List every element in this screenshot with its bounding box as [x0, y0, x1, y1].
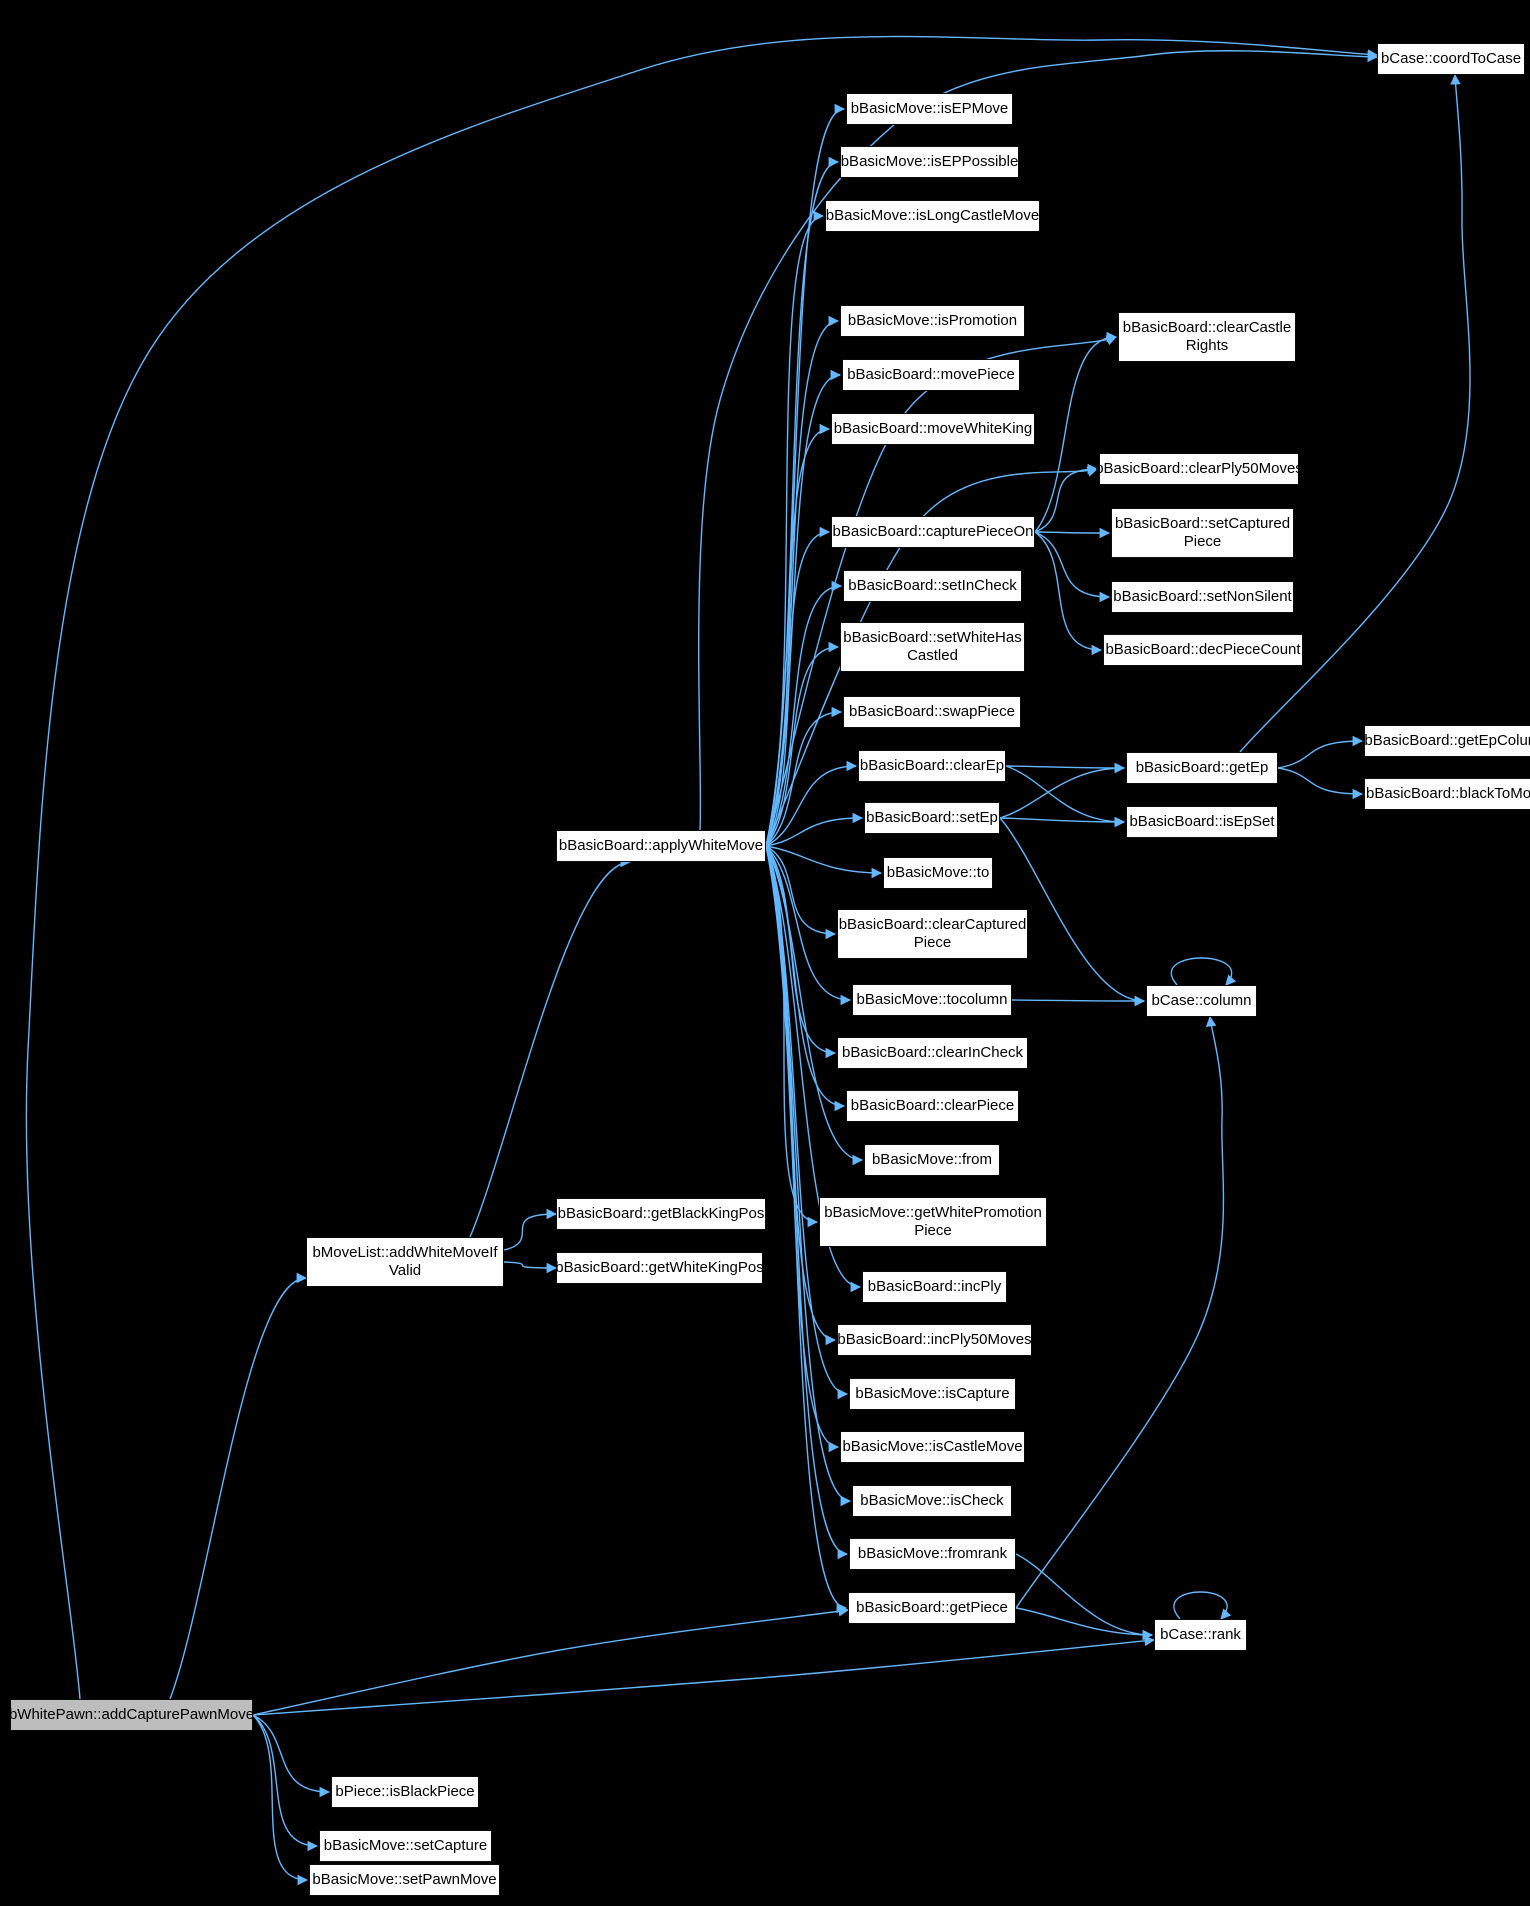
edge-applyWhiteMove-to-swapPiece [765, 706, 843, 847]
node-isBlackPiece[interactable]: bPiece::isBlackPiece [331, 1776, 479, 1808]
node-rank[interactable]: bCase::rank [1154, 1619, 1247, 1651]
node-addWhiteMoveIfValid[interactable]: bMoveList::addWhiteMoveIf Valid [306, 1237, 504, 1287]
edge-applyWhiteMove-to-isCapture [765, 845, 849, 1400]
node-getPiece[interactable]: bBasicBoard::getPiece [848, 1592, 1016, 1624]
node-isCastleMove[interactable]: bBasicMove::isCastleMove [840, 1431, 1025, 1463]
node-capturePieceOn[interactable]: bBasicBoard::capturePieceOn [831, 516, 1035, 548]
edge-addWhiteMoveIfValid-to-getBlackKingPos [503, 1208, 558, 1251]
edge-addWhiteMoveIfValid-to-getWhiteKingPos [503, 1261, 558, 1274]
node-isEPMove[interactable]: bBasicMove::isEPMove [846, 93, 1013, 125]
edge-applyWhiteMove-to-fromrank [765, 845, 849, 1560]
node-tocolumn[interactable]: bBasicMove::tocolumn [852, 984, 1012, 1016]
node-swapPiece[interactable]: bBasicBoard::swapPiece [843, 696, 1021, 728]
edge-capturePieceOn-to-clearPly50Moves [1034, 463, 1099, 533]
edge-applyWhiteMove-to-capturePieceOn [765, 526, 831, 847]
edge-addCapturePawnMove-to-rank [252, 1635, 1156, 1716]
edge-applyWhiteMove-to-coordToCase [698, 50, 1379, 831]
node-setCapture[interactable]: bBasicMove::setCapture [319, 1830, 492, 1862]
edge-capturePieceOn-to-clearCastleRights [1034, 331, 1118, 533]
node-clearPiece[interactable]: bBasicBoard::clearPiece [846, 1090, 1019, 1122]
node-movePiece[interactable]: bBasicBoard::movePiece [842, 359, 1020, 391]
node-isPromotion[interactable]: bBasicMove::isPromotion [840, 305, 1025, 337]
node-clearInCheck[interactable]: bBasicBoard::clearInCheck [837, 1037, 1028, 1069]
node-getBlackKingPos[interactable]: bBasicBoard::getBlackKingPos [556, 1198, 766, 1230]
node-isLongCastleMove[interactable]: bBasicMove::isLongCastleMove [825, 200, 1040, 232]
edge-column-to-column [1170, 957, 1237, 986]
node-setInCheck[interactable]: bBasicBoard::setInCheck [843, 570, 1022, 602]
edge-getEp-to-getEpColumn [1277, 735, 1364, 769]
edge-applyWhiteMove-to-clearInCheck [765, 845, 837, 1059]
node-clearCastleRights[interactable]: bBasicBoard::clearCastle Rights [1118, 312, 1296, 362]
node-isCapture[interactable]: bBasicMove::isCapture [849, 1378, 1016, 1410]
node-setEp[interactable]: bBasicBoard::setEp [864, 802, 1000, 834]
edge-applyWhiteMove-to-isCheck [765, 845, 852, 1507]
edge-applyWhiteMove-to-isLongCastleMove [765, 210, 825, 847]
node-getEpColumn[interactable]: bBasicBoard::getEpColumn [1364, 725, 1530, 757]
node-clearPly50Moves[interactable]: bBasicBoard::clearPly50Moves [1095, 453, 1303, 485]
edge-tocolumn-to-column [1011, 995, 1146, 1007]
edge-applyWhiteMove-to-clearEp [765, 760, 858, 847]
node-isEpSet[interactable]: bBasicBoard::isEpSet [1126, 806, 1278, 838]
edge-addCapturePawnMove-to-setPawnMove [252, 1714, 309, 1886]
node-isCheck[interactable]: bBasicMove::isCheck [852, 1485, 1012, 1517]
node-fromrank[interactable]: bBasicMove::fromrank [849, 1538, 1016, 1570]
edge-addCapturePawnMove-to-getPiece [252, 1606, 850, 1716]
edge-applyWhiteMove-to-incPly [765, 845, 862, 1293]
edge-capturePieceOn-to-setNonSilent [1034, 531, 1111, 603]
edge-applyWhiteMove-to-from [765, 845, 864, 1166]
edge-getEp-to-coordToCase [1239, 73, 1471, 753]
node-setPawnMove[interactable]: bBasicMove::setPawnMove [309, 1864, 500, 1896]
edge-rank-to-rank [1173, 1591, 1232, 1620]
edge-getPiece-to-rank [1015, 1607, 1154, 1641]
edge-setEp-to-column [999, 817, 1146, 1007]
edge-applyWhiteMove-to-to [765, 845, 883, 879]
node-clearEp[interactable]: bBasicBoard::clearEp [858, 750, 1006, 782]
node-moveWhiteKing[interactable]: bBasicBoard::moveWhiteKing [831, 413, 1035, 445]
edge-applyWhiteMove-to-clearPiece [765, 845, 846, 1112]
node-column[interactable]: bCase::column [1146, 985, 1257, 1017]
edge-clearEp-to-getEp [1005, 762, 1126, 774]
edge-clearEp-to-isEpSet [1005, 765, 1126, 828]
edge-getEp-to-blackToMove [1277, 767, 1364, 800]
node-applyWhiteMove[interactable]: bBasicBoard::applyWhiteMove [556, 830, 766, 862]
edge-applyWhiteMove-to-clearCapturedPiece [765, 845, 837, 940]
edge-addWhiteMoveIfValid-to-applyWhiteMove [469, 856, 632, 1238]
edge-fromrank-to-rank [1015, 1553, 1154, 1641]
node-getEp[interactable]: bBasicBoard::getEp [1126, 752, 1278, 784]
node-blackToMove[interactable]: bBasicBoard::blackToMove [1364, 778, 1530, 810]
node-incPly50Moves[interactable]: bBasicBoard::incPly50Moves [837, 1324, 1032, 1356]
node-coordToCase[interactable]: bCase::coordToCase [1377, 43, 1525, 75]
edge-setEp-to-isEpSet [999, 816, 1126, 828]
edge-applyWhiteMove-to-setInCheck [765, 580, 843, 847]
node-isEPPossible[interactable]: bBasicMove::isEPPossible [840, 146, 1019, 178]
edge-addCapturePawnMove-to-coordToCase [25, 35, 1379, 1700]
node-addCapturePawnMove[interactable]: bWhitePawn::addCapturePawnMove [9, 1699, 254, 1731]
edge-applyWhiteMove-to-isPromotion [765, 315, 840, 847]
node-incPly[interactable]: bBasicBoard::incPly [862, 1271, 1007, 1303]
node-getWhiteKingPos[interactable]: bBasicBoard::getWhiteKingPos [555, 1252, 764, 1284]
edge-applyWhiteMove-to-setEp [765, 812, 864, 847]
node-setNonSilent[interactable]: bBasicBoard::setNonSilent [1111, 581, 1294, 613]
edge-applyWhiteMove-to-moveWhiteKing [765, 423, 831, 847]
node-decPieceCount[interactable]: bBasicBoard::decPieceCount [1103, 634, 1303, 666]
edge-addCapturePawnMove-to-isBlackPiece [252, 1714, 331, 1798]
edge-capturePieceOn-to-setCapturedPiece [1034, 527, 1111, 539]
edge-getPiece-to-column [1015, 1015, 1225, 1609]
node-to[interactable]: bBasicMove::to [883, 857, 993, 889]
node-from[interactable]: bBasicMove::from [864, 1144, 1000, 1176]
edge-applyWhiteMove-to-getPiece [765, 845, 848, 1614]
edge-capturePieceOn-to-decPieceCount [1034, 531, 1103, 656]
edge-setEp-to-getEp [999, 762, 1126, 819]
edge-addCapturePawnMove-to-addWhiteMoveIfValid [169, 1272, 308, 1700]
edge-applyWhiteMove-to-tocolumn [765, 845, 852, 1006]
node-setCapturedPiece[interactable]: bBasicBoard::setCaptured Piece [1111, 508, 1294, 558]
edge-applyWhiteMove-to-setWhiteHasCastled [765, 641, 840, 847]
node-setWhiteHasCastled[interactable]: bBasicBoard::setWhiteHas Castled [840, 622, 1025, 672]
edge-addCapturePawnMove-to-setCapture [252, 1714, 319, 1852]
node-getWhitePromotionPiece[interactable]: bBasicMove::getWhitePromotion Piece [819, 1197, 1047, 1247]
node-clearCapturedPiece[interactable]: bBasicBoard::clearCaptured Piece [837, 909, 1028, 959]
